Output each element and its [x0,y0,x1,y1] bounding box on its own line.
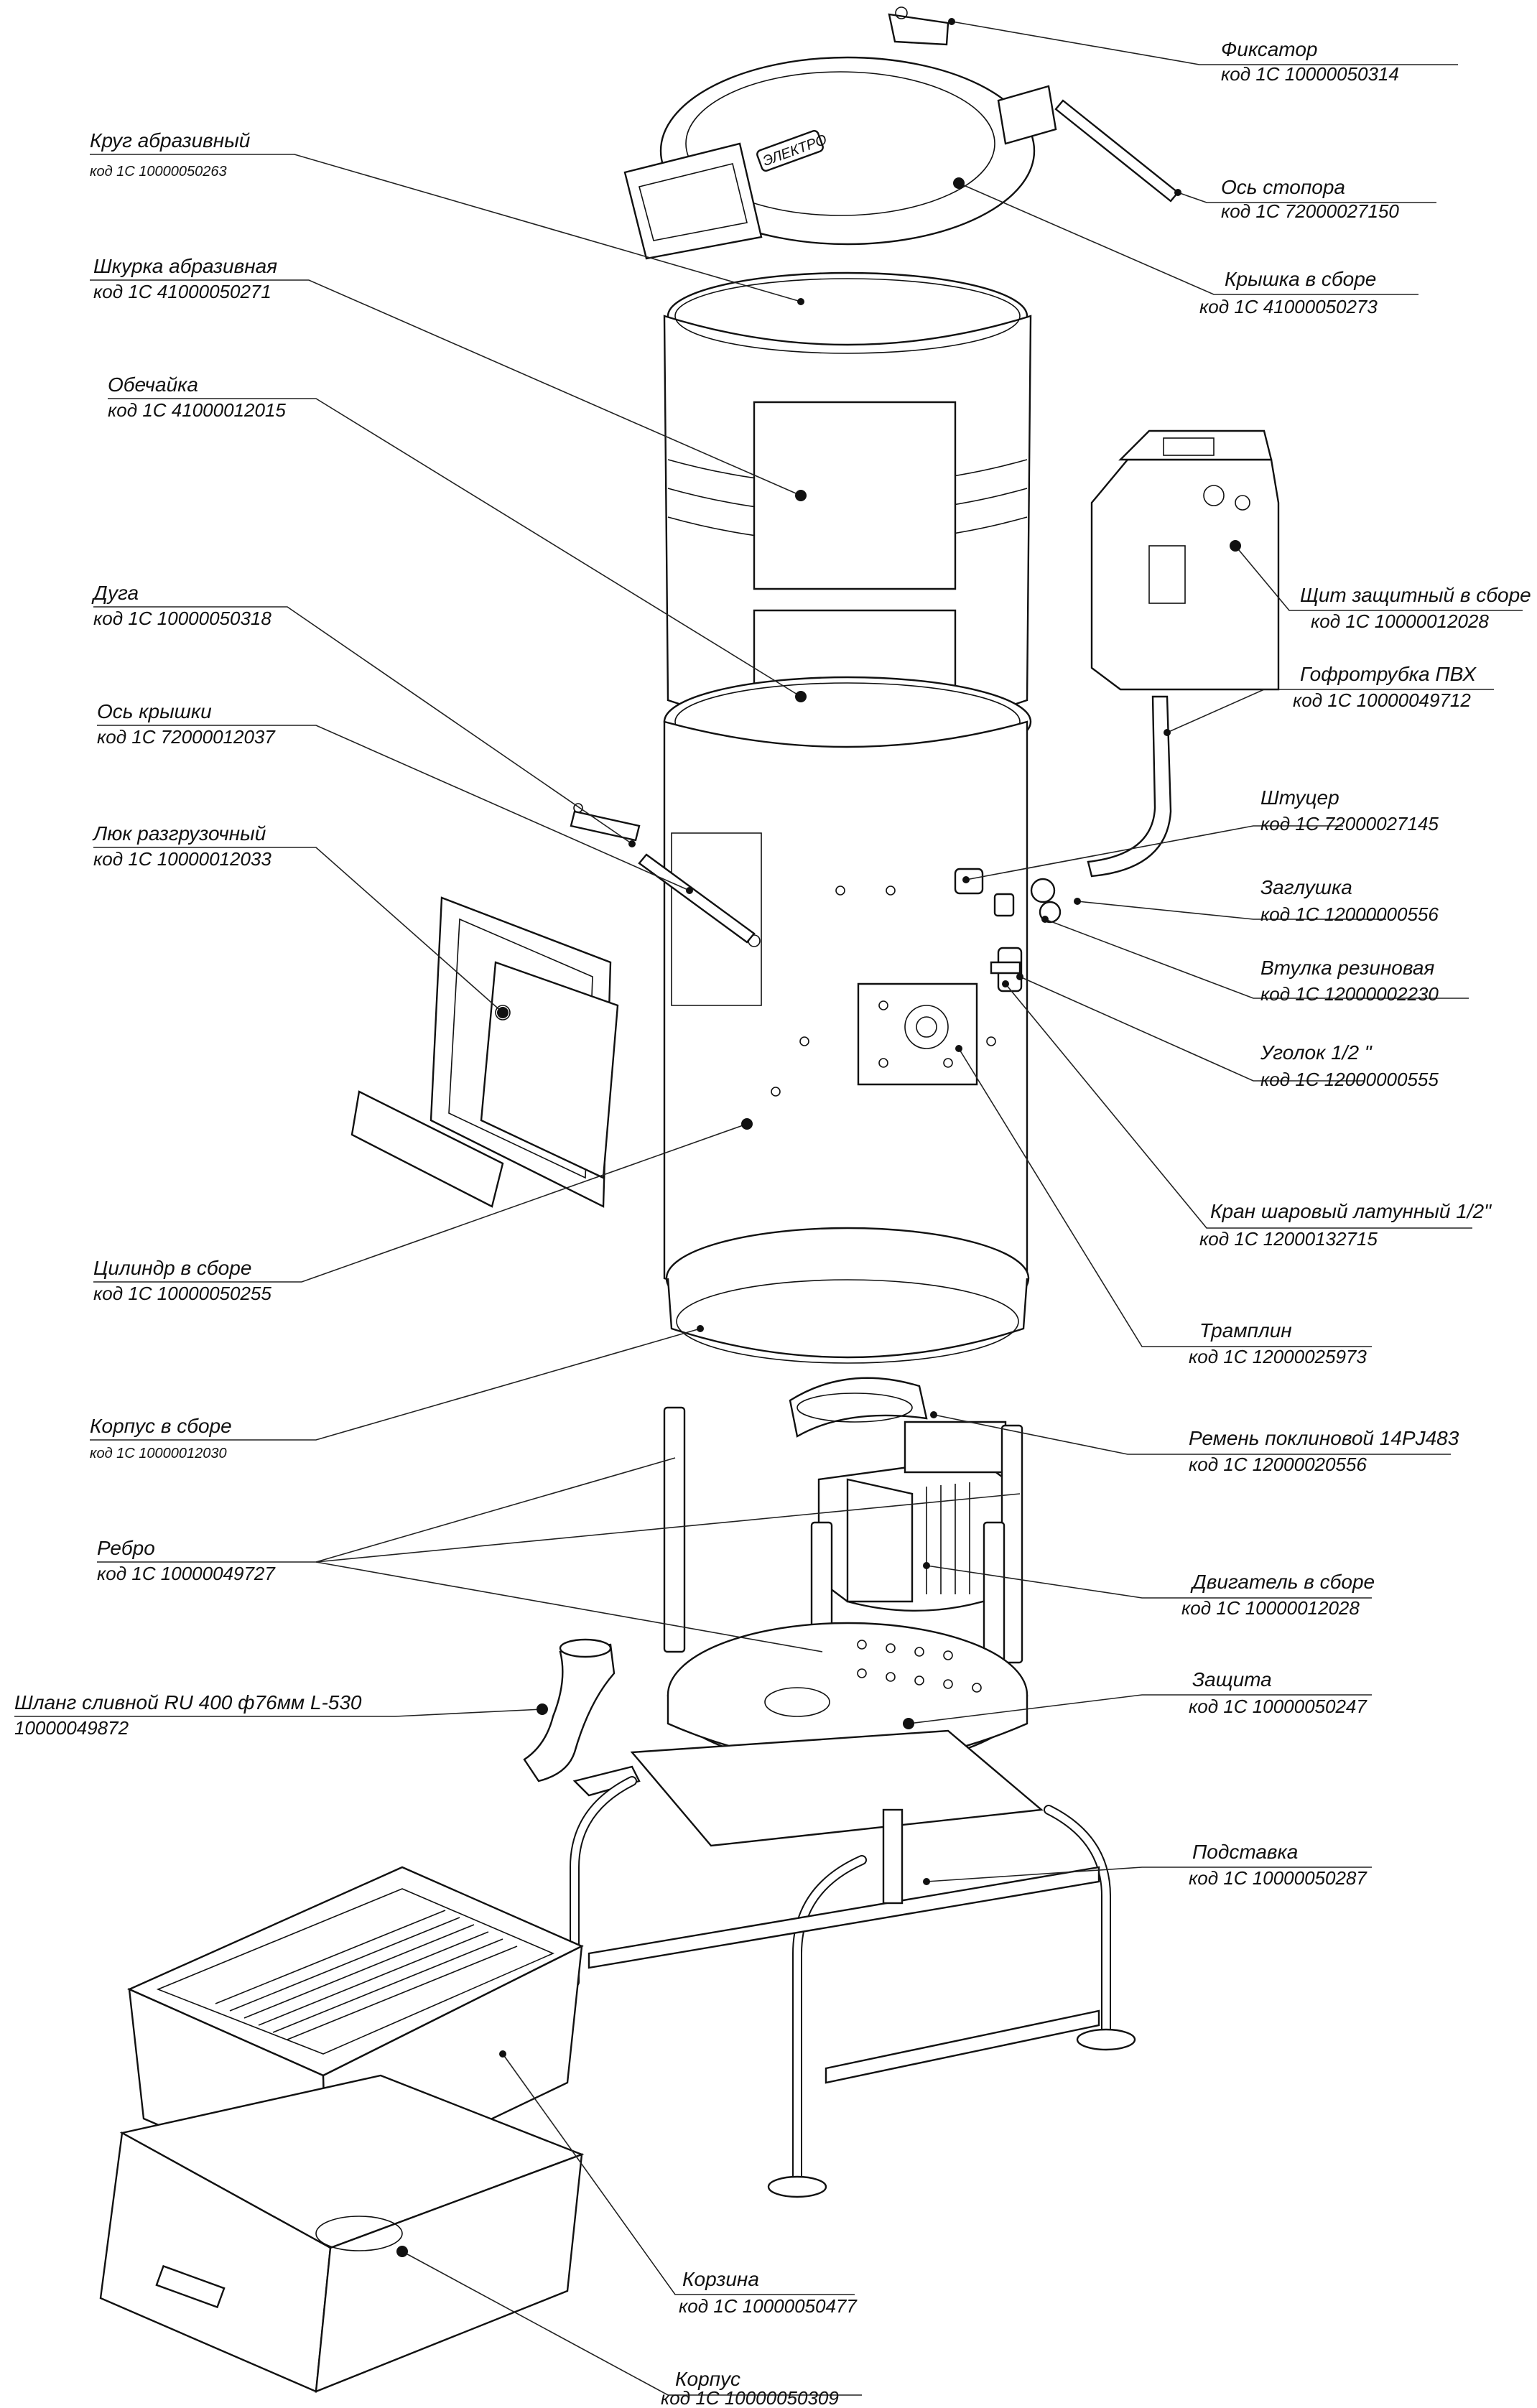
label-podstavka-code: код 1С 10000050287 [1189,1867,1367,1889]
label-shlang-name: Шланг сливной RU 400 ф76мм L-530 [14,1691,362,1714]
label-korpus-sbor-code: код 1С 10000012030 [90,1446,227,1461]
upper-shell [663,271,1032,791]
label-shlang-code: 10000049872 [14,1717,129,1739]
corrugated-tube [1087,695,1172,878]
label-shchit-code: код 1С 10000012028 [1311,610,1489,632]
label-korzina-code: код 1С 10000050477 [679,2295,858,2317]
motor-assembly [817,1421,1007,1612]
label-tsilindr-name: Цилиндр в сборе [93,1257,251,1279]
label-ugolok-code: код 1С 12000000555 [1260,1069,1439,1090]
label-fiksator-code: код 1С 10000050314 [1221,63,1399,85]
label-shkurka-code: код 1С 41000050271 [93,281,271,302]
label-shtutser-code: код 1С 72000027145 [1260,813,1439,835]
discharge-hatch [350,896,619,1208]
label-tramplin-code: код 1С 12000025973 [1189,1346,1367,1367]
label-kryshka-code: код 1С 41000050273 [1199,296,1378,317]
label-korpus-sbor-name: Корпус в сборе [90,1415,232,1437]
label-kryshka-name: Крышка в сборе [1225,268,1376,290]
label-lyuk-name: Люк разгрузочный [92,822,266,845]
label-zashchita-name: Защита [1192,1668,1272,1691]
label-os-stopora-name: Ось стопора [1221,176,1345,198]
label-kran-code: код 1С 12000132715 [1199,1228,1378,1250]
belt [789,1377,928,1438]
drain-hose [523,1638,616,1782]
label-rebro-name: Ребро [97,1537,155,1559]
label-lyuk-code: код 1С 10000012033 [93,848,271,870]
label-fiksator-name: Фиксатор [1221,38,1317,60]
ribs [663,1406,1023,1768]
label-os-kryshki-code: код 1С 72000012037 [97,726,276,748]
stand [570,1729,1136,2198]
label-vtulka-name: Втулка резиновая [1260,957,1434,979]
label-korpus-name: Корпус [675,2368,740,2390]
label-dvigatel-name: Двигатель в сборе [1190,1571,1375,1593]
label-ugolok-name: Уголок 1/2 " [1260,1041,1373,1064]
label-obechaika-code: код 1С 41000012015 [108,399,286,421]
housing [99,2074,585,2393]
main-cylinder [663,720,1030,1364]
control-panel [1090,429,1280,691]
label-zaglushka-code: код 1С 12000000556 [1260,903,1439,925]
label-os-stopora-code: код 1С 72000027150 [1221,200,1399,222]
label-remen-name: Ремень поклиновой 14PJ483 [1189,1427,1459,1449]
label-shchit-name: Щит защитный в сборе [1300,584,1531,606]
label-gofrotrubka-code: код 1С 10000049712 [1293,689,1471,711]
label-kran-name: Кран шаровый латунный 1/2" [1210,1200,1492,1222]
label-shtutser-name: Штуцер [1260,786,1339,809]
label-zashchita-code: код 1С 10000050247 [1189,1696,1367,1717]
label-duga-name: Дуга [91,582,139,604]
label-tramplin-name: Трамплин [1199,1319,1292,1342]
label-krug-code: код 1С 10000050263 [90,164,227,180]
label-os-kryshki-name: Ось крышки [97,700,212,722]
label-zaglushka-name: Заглушка [1260,876,1352,898]
label-duga-code: код 1С 10000050318 [93,608,271,629]
label-obechaika-name: Обечайка [108,373,198,396]
lid-assembly: ЭЛЕКТРО [623,6,1179,260]
label-gofrotrubka-name: Гофротрубка ПВХ [1300,663,1477,685]
label-dvigatel-code: код 1С 10000012028 [1181,1597,1360,1619]
label-korpus-code: код 1С 10000050309 [661,2387,839,2408]
callout-labels: Фиксатор код 1С 10000050314 Круг абразив… [14,38,1531,2408]
label-rebro-code: код 1С 10000049727 [97,1563,276,1584]
label-tsilindr-code: код 1С 10000050255 [93,1283,271,1304]
label-krug-name: Круг абразивный [90,129,251,152]
label-korzina-name: Корзина [682,2268,759,2290]
leader-lines [14,18,1523,2396]
label-podstavka-name: Подставка [1192,1841,1298,1863]
label-shkurka-name: Шкурка абразивная [93,255,277,277]
label-remen-code: код 1С 12000020556 [1189,1454,1367,1475]
label-vtulka-code: код 1С 12000002230 [1260,983,1439,1005]
